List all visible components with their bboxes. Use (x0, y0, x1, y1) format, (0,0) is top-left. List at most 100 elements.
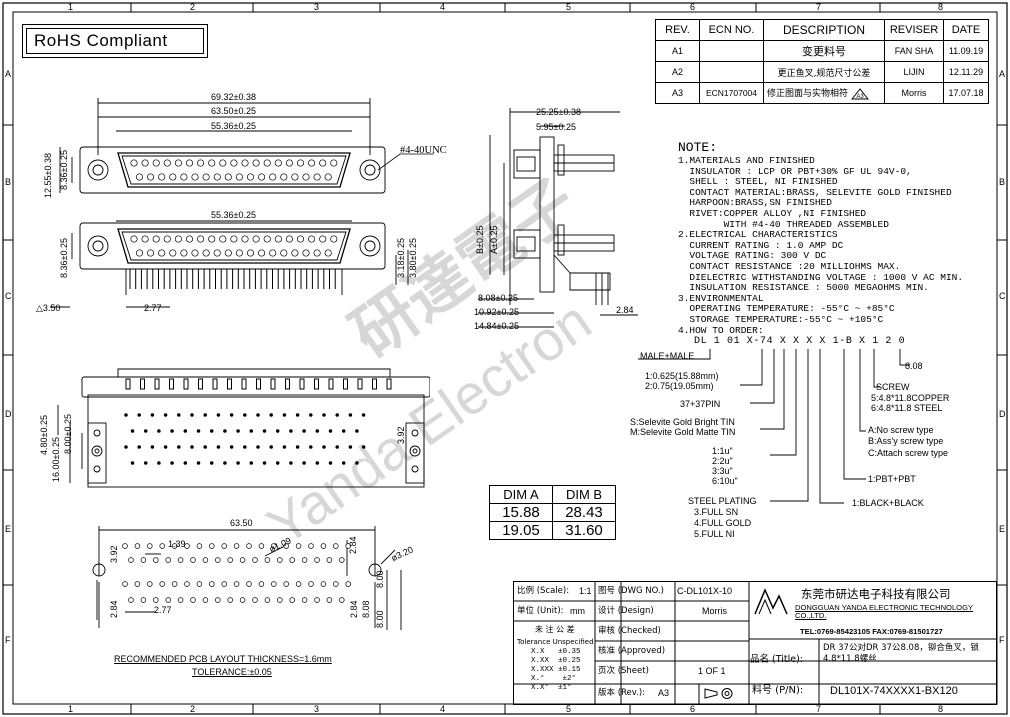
pin-mark (165, 597, 171, 603)
dim-b-cell: 31.60 (552, 521, 616, 540)
company-name-en: DONGGUAN YANDA ELECTRONIC TECHNOLOGY CO.… (795, 603, 974, 620)
row-label-f-right: F (999, 635, 1005, 645)
order-option-pbt: 1:PBT+PBT (868, 474, 916, 484)
pin-mark (263, 235, 271, 243)
dim-pin-pitch: 2.77 (144, 303, 162, 313)
pin-mark (185, 159, 194, 167)
pin-mark (190, 557, 196, 563)
pcb-dim-277: 2.77 (154, 605, 172, 615)
dim-tail-pitch-value: 3.50 (42, 303, 61, 313)
pin-mark (309, 445, 313, 449)
pn-value: DL101X-74XXXX1-BX120 (830, 685, 958, 697)
pin-mark (322, 445, 326, 449)
pin-mark (243, 413, 247, 417)
pin-mark (236, 429, 240, 433)
tolerance-heading-en: Tolerance Unspecified (517, 638, 594, 646)
pin-mark (249, 429, 254, 433)
pin-mark (326, 557, 333, 563)
pin-mark (213, 173, 221, 181)
pin-mark (269, 413, 273, 417)
company-logo-icon (754, 588, 788, 615)
dim-b-header: DIM B (552, 485, 616, 504)
ecn-header: ECN NO. (699, 19, 764, 41)
col-label-1: 1 (68, 2, 74, 12)
bottom-slot (372, 378, 377, 390)
pin-mark (153, 597, 159, 603)
pin-mark (135, 173, 144, 181)
pin-mark (171, 543, 178, 549)
rohs-label: RoHS Compliant (34, 31, 168, 50)
pin-mark (221, 543, 227, 549)
pin-mark (258, 543, 265, 549)
pin-mark (282, 413, 287, 417)
pin-mark (130, 429, 135, 433)
order-option-pins: 37+37PIN (680, 399, 721, 409)
order-option-plating-s: S:Selevite Gold Bright TIN (630, 417, 735, 427)
pin-mark (202, 557, 209, 563)
pcb-dim-808: 8.08 (361, 600, 371, 618)
pin-mark (258, 581, 265, 587)
pin-mark (197, 159, 205, 167)
pin-mark (184, 543, 190, 549)
pin-mark (239, 557, 246, 563)
ecn-cell (699, 40, 764, 62)
pin-mark (314, 557, 320, 563)
pin-mark (134, 581, 141, 587)
pin-mark (184, 581, 190, 587)
pin-mark (345, 543, 351, 549)
pin-mark (219, 159, 227, 167)
dim-a-header: DIM A (489, 485, 553, 504)
pin-mark (319, 235, 327, 243)
pin-mark (348, 445, 353, 449)
dim-side-depth: 25.25±0.38 (536, 107, 581, 117)
pin-mark (308, 159, 316, 167)
pin-mark (309, 413, 313, 417)
pin-mark (330, 235, 338, 243)
order-code: DL 1 01 X-74 X X X X 1-B X 1 2 0 (694, 336, 906, 347)
pin-mark (296, 235, 305, 243)
pin-mark (130, 235, 138, 243)
pin-mark (258, 249, 266, 257)
order-option-dim-2: 2:0.75(19.05mm) (645, 381, 714, 391)
scale-value: 1:1 (579, 586, 592, 596)
pin-mark (315, 461, 320, 465)
pin-mark (262, 429, 267, 433)
pin-mark (320, 543, 327, 549)
pin-mark (227, 597, 233, 603)
pin-mark (158, 173, 166, 181)
bottom-slot (386, 378, 392, 390)
col-label-6-bottom: 6 (690, 704, 696, 714)
dim-side-284: 2.84 (616, 305, 634, 315)
tolerance-line: X.XXX ±0.15 (531, 666, 581, 674)
tolerance-line: X.° ±2° (531, 675, 577, 683)
rev-label: 版本 (Rev.): (598, 688, 646, 698)
rev-header: REV. (655, 19, 700, 41)
pin-mark (320, 581, 327, 587)
order-option-screw-copper: 5:4.8*11.8COPPER (871, 393, 950, 403)
rev-value: A3 (658, 688, 670, 698)
note-line: 3.ENVIRONMENTAL (678, 292, 764, 304)
dim-bottom-480: 4.80±0.25 (39, 415, 49, 455)
pin-mark (177, 445, 181, 449)
pin-mark (289, 557, 295, 563)
reviser-cell: FAN SHA (884, 40, 944, 62)
order-option-gold-3: 3:3u" (712, 466, 733, 476)
order-option-gold-2: 2:2u" (712, 456, 733, 466)
pin-mark (147, 249, 155, 257)
pin-mark (335, 445, 339, 449)
pcb-dim-800-a: 8.00 (375, 570, 385, 588)
pin-mark (183, 429, 188, 433)
pin-mark (191, 249, 199, 257)
rohs-box: RoHS Compliant (22, 24, 208, 58)
pin-mark (213, 249, 221, 257)
pcb-dim-6350: 63.50 (230, 518, 253, 528)
pin-mark (135, 249, 144, 257)
order-option-steel-plating: STEEL PLATING (688, 496, 757, 506)
pin-mark (249, 461, 254, 465)
order-option-screw-c: C:Attach screw type (868, 448, 949, 458)
pin-mark (140, 597, 147, 603)
pcb-note-thickness: RECOMMENDED PCB LAYOUT THICKNESS=1.6mm (114, 654, 332, 664)
unit-label: 单位 (Unit): (517, 606, 564, 616)
pin-mark (361, 413, 366, 417)
